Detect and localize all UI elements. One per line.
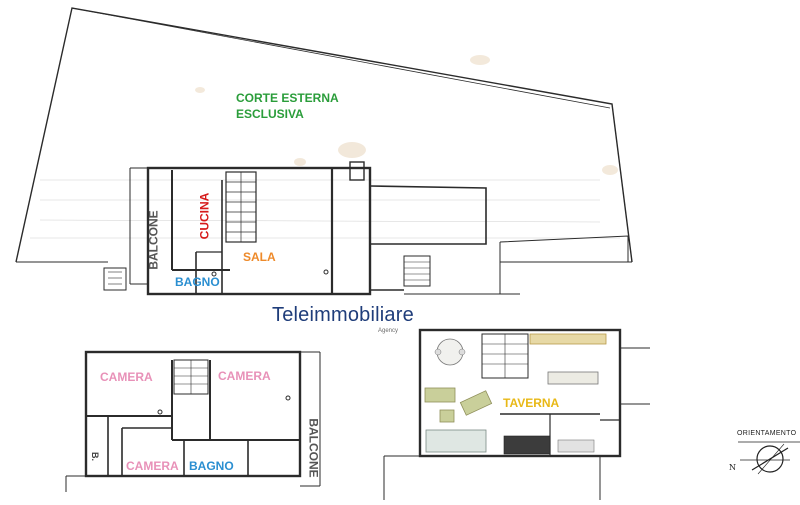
balcone-top-label: BALCONE (146, 210, 161, 270)
balcone-bottom-label: BALCONE (306, 418, 321, 478)
cucina-label: CUCINA (197, 192, 212, 240)
taverna-plan (383, 328, 650, 500)
upper-plan (15, 7, 633, 296)
camera-tl-label: CAMERA (100, 370, 153, 384)
sleeping-area-plan (65, 350, 321, 492)
brand-logo: Teleimmobiliare Agency (272, 304, 414, 334)
orientation-title: ORIENTAMENTO (737, 430, 797, 437)
taverna-label: TAVERNA (503, 396, 560, 410)
corte-label-line2: ESCLUSIVA (236, 107, 304, 121)
brand-name: Teleimmobiliare (272, 304, 414, 326)
north-label: N (729, 463, 736, 472)
taverna-furniture (424, 333, 607, 455)
corte-label-line1: CORTE ESTERNA (236, 91, 339, 105)
brand-sub: Agency (378, 328, 399, 334)
b-abbrev-label: B. (90, 452, 100, 461)
sala-label: SALA (243, 250, 276, 264)
paper-stains (195, 55, 618, 175)
compass-icon (738, 441, 800, 475)
bagno-bottom-label: BAGNO (189, 459, 234, 473)
bagno-top-label: BAGNO (175, 275, 220, 289)
camera-tr-label: CAMERA (218, 369, 271, 383)
camera-bottom-label: CAMERA (126, 459, 179, 473)
